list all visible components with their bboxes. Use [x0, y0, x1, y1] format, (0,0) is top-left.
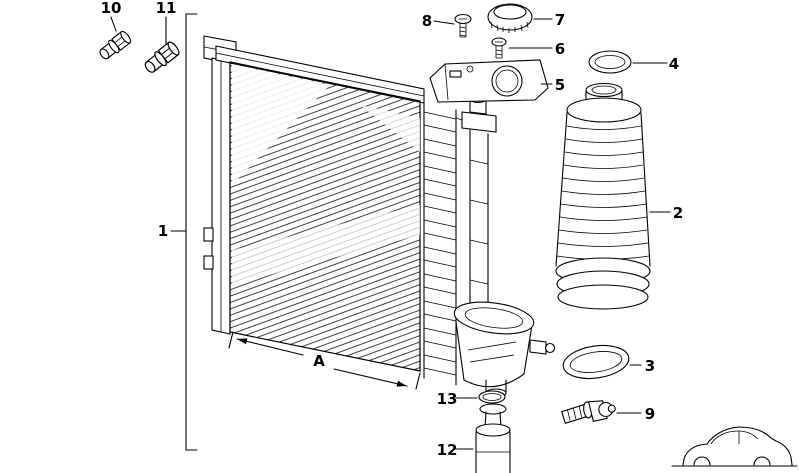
callout-5-label: 5	[555, 76, 565, 94]
callout-1-label: 1	[158, 222, 168, 240]
callout-6-label: 6	[555, 40, 565, 58]
dimension-a-label: A	[313, 352, 325, 370]
mounting-bracket	[429, 59, 549, 103]
callout-12-label: 12	[437, 441, 458, 459]
radiator-assembly	[203, 35, 556, 398]
o-ring-top	[588, 50, 632, 74]
car-silhouette-icon	[671, 426, 798, 467]
callout-13-label: 13	[437, 390, 458, 408]
callout-10-label: 10	[101, 0, 122, 17]
callout-4-label: 4	[669, 55, 679, 73]
screw-top	[454, 13, 472, 38]
screw-short	[491, 37, 507, 59]
sensor-plug-left	[99, 30, 132, 60]
callout-3-label: 3	[645, 357, 655, 375]
outlet-pipe	[475, 403, 511, 473]
callout-2-label: 2	[673, 204, 683, 222]
callout-11-label: 11	[156, 0, 177, 17]
drain-valve	[561, 400, 616, 424]
callout-7-label: 7	[555, 11, 565, 29]
expansion-tank	[555, 82, 651, 310]
o-ring-bottom	[478, 390, 506, 404]
sensor-plug-right	[144, 41, 180, 73]
callouts: 1 2 3 4 5 6 7 8 9 10 11 12 13	[101, 0, 684, 459]
filler-cap	[487, 3, 533, 33]
gasket-ring	[562, 344, 630, 380]
dimension-a: A	[228, 331, 421, 390]
callout-9-label: 9	[645, 405, 655, 423]
callout-8-label: 8	[422, 12, 432, 30]
